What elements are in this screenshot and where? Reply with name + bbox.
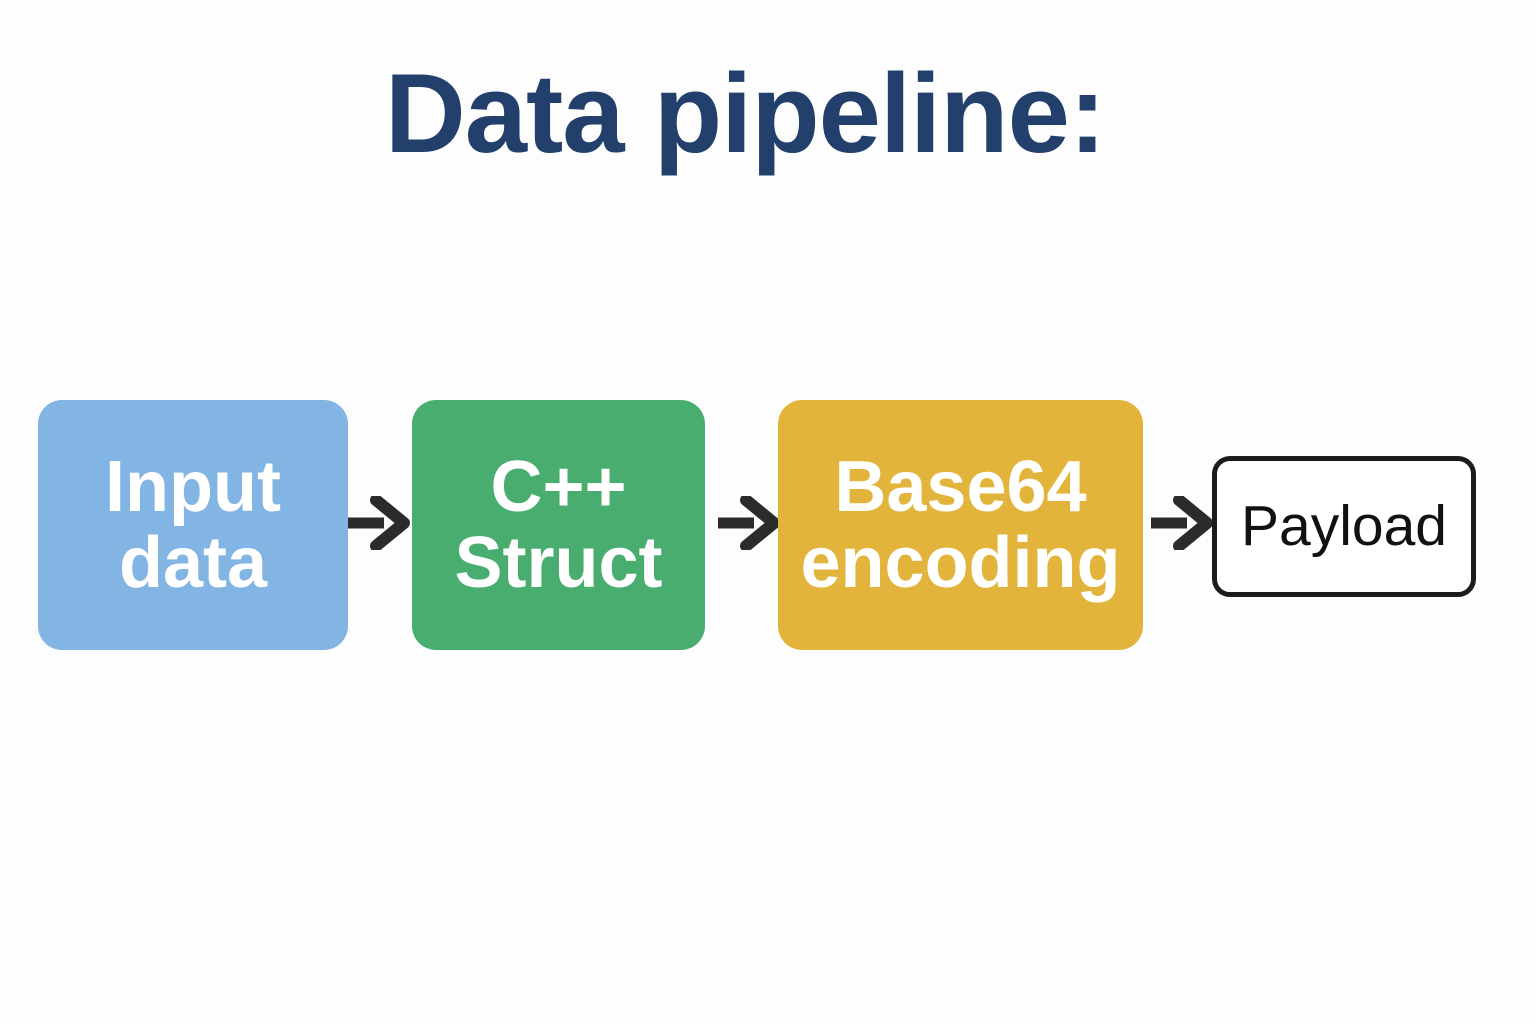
pipeline-node-input-data[interactable]: Input data: [38, 400, 348, 650]
pipeline-node-label: C++ Struct: [454, 446, 663, 603]
pipeline-node-label: Payload: [1241, 494, 1447, 559]
arrow-right-icon: [1151, 494, 1213, 552]
pipeline-node-label: Input data: [105, 446, 281, 603]
pipeline-node-label: Base64 encoding: [800, 446, 1121, 603]
pipeline-node-cpp-struct[interactable]: C++ Struct: [412, 400, 705, 650]
arrow-right-icon: [718, 494, 780, 552]
pipeline-node-payload[interactable]: Payload: [1212, 456, 1476, 597]
page-title: Data pipeline:: [384, 51, 1106, 176]
arrow-right-icon: [348, 494, 410, 552]
pipeline-node-base64-encoding[interactable]: Base64 encoding: [778, 400, 1143, 650]
